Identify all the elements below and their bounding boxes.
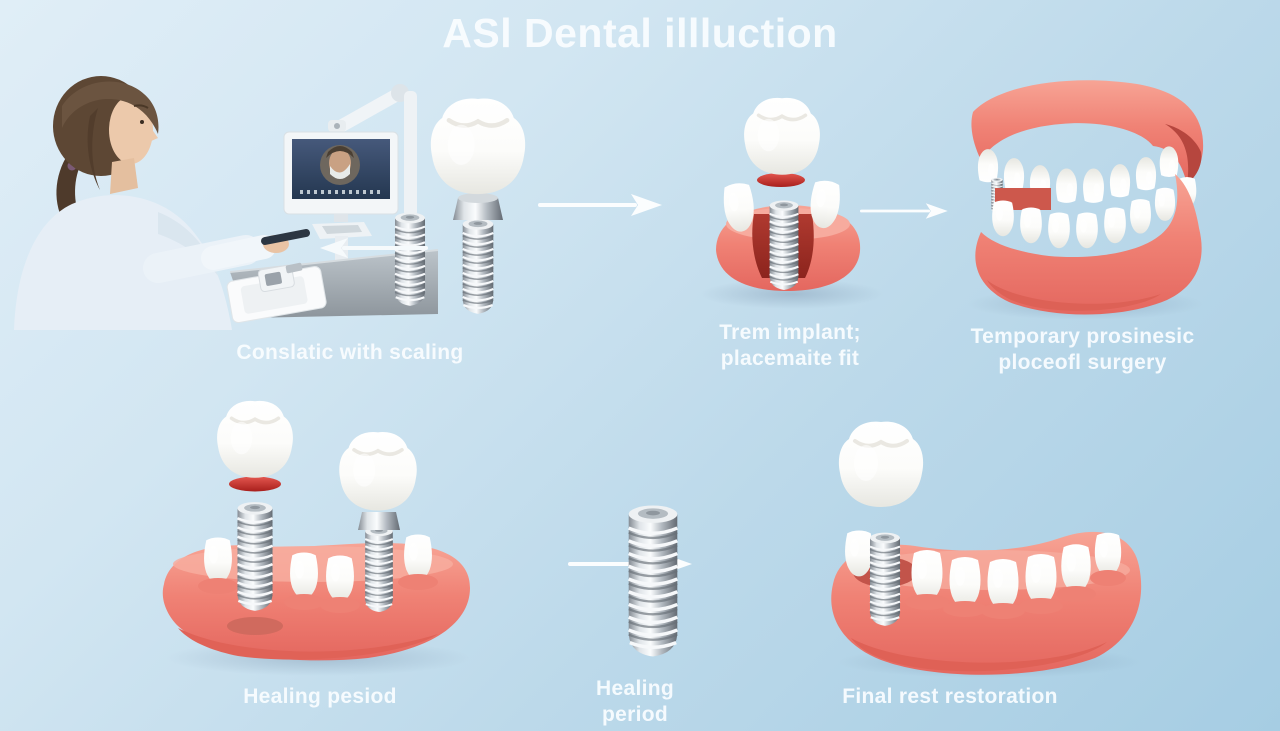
adjacent-tooth: [845, 530, 873, 577]
remaining-teeth: [198, 534, 438, 613]
abutment: [453, 198, 503, 220]
implant-screw: [868, 531, 902, 627]
arrow-right-icon: [520, 190, 686, 220]
eye: [140, 120, 144, 124]
caption-implant-placement: Trem implant; placemaite fit: [719, 321, 861, 370]
consultation-scene-illustration: [14, 76, 438, 330]
lower-gum: [975, 174, 1202, 315]
screen-tick-row: [300, 190, 380, 194]
crown-red-ring: [757, 173, 805, 187]
page-title: ASl Dental illluction: [442, 10, 838, 56]
teeth-row: [905, 532, 1126, 619]
implant-placement-illustration: [700, 96, 884, 309]
implant-screw-illustration: [626, 503, 680, 659]
floating-crown: [742, 96, 822, 177]
implant-with-red-ring: [215, 399, 295, 635]
dentist-illustration: [14, 76, 310, 330]
caption-healing-period: Healing period: [596, 677, 674, 726]
final-restoration-illustration: [831, 412, 1142, 678]
abutment: [358, 512, 400, 530]
floating-crown: [839, 422, 923, 507]
caption-consultation: Conslatic with scaling: [236, 341, 464, 364]
patient-face-icon: [330, 164, 350, 179]
dentures-illustration: [967, 80, 1204, 320]
implant-with-crown-illustration: [418, 88, 538, 316]
arrow-right-icon: [860, 201, 950, 221]
arrow-left-icon: [320, 238, 428, 258]
webcam-icon: [334, 123, 340, 129]
caption-temporary-prosthesis: Temporary prosinesic ploceofl surgery: [970, 325, 1195, 374]
tooth-crown: [215, 399, 295, 480]
monitor-arm: [336, 84, 417, 217]
implant-screw: [235, 500, 275, 613]
monitor: [283, 120, 399, 268]
implant-with-crown: [337, 430, 419, 614]
tooth-crown: [431, 99, 525, 195]
implant-screw: [461, 217, 495, 316]
crown-red-ring: [229, 476, 281, 492]
scanner-pen: [261, 229, 310, 245]
tooth-crown: [337, 430, 419, 513]
implant-screw: [364, 525, 394, 614]
implant-screw: [768, 199, 800, 292]
upper-gum: [971, 80, 1204, 184]
face: [109, 96, 153, 164]
caption-healing: Healing pesiod: [243, 685, 397, 708]
healing-illustration: [162, 399, 470, 676]
caption-final-restoration: Final rest restoration: [842, 685, 1058, 708]
notebook: [226, 264, 327, 324]
